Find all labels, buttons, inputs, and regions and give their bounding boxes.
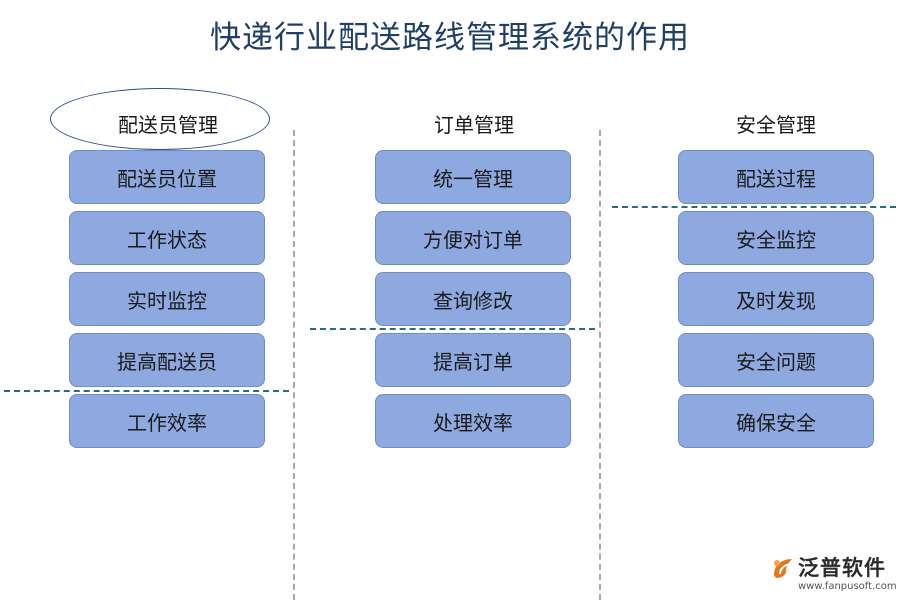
order-item-1: 统一管理 bbox=[375, 150, 571, 204]
header-highlight-ellipse bbox=[50, 88, 270, 150]
diagram-title: 快递行业配送路线管理系统的作用 bbox=[210, 20, 690, 56]
safety-item-4: 安全问题 bbox=[678, 333, 874, 387]
order-item-5: 处理效率 bbox=[375, 394, 571, 448]
dashed-divider-middle bbox=[310, 328, 595, 330]
order-item-4: 提高订单 bbox=[375, 333, 571, 387]
courier-item-2: 工作状态 bbox=[69, 211, 265, 265]
watermark-text: 泛普软件 bbox=[376, 274, 413, 284]
safety-item-3: 及时发现 bbox=[678, 272, 874, 326]
order-item-3: 查询修改 bbox=[375, 272, 571, 326]
fanpu-logo-icon bbox=[774, 559, 792, 578]
logo-url: www.fanpusoft.com bbox=[798, 581, 897, 592]
dashed-divider-right bbox=[612, 206, 896, 208]
safety-item-2: 安全监控 bbox=[678, 211, 874, 265]
courier-item-4: 提高配送员 bbox=[69, 333, 265, 387]
dashed-divider-left bbox=[4, 390, 289, 392]
courier-item-5: 工作效率 bbox=[69, 394, 265, 448]
safety-item-1: 配送过程 bbox=[678, 150, 874, 204]
courier-item-1: 配送员位置 bbox=[69, 150, 265, 204]
logo-text: 泛普软件 bbox=[798, 556, 886, 580]
brand-logo: 泛普软件 www.fanpusoft.com bbox=[770, 552, 897, 596]
column-header-safety: 安全管理 bbox=[736, 113, 816, 137]
column-separator-2 bbox=[599, 130, 601, 600]
order-item-2: 方便对订单 bbox=[375, 211, 571, 265]
safety-item-5: 确保安全 bbox=[678, 394, 874, 448]
column-header-order: 订单管理 bbox=[434, 113, 514, 137]
courier-item-3: 实时监控 bbox=[69, 272, 265, 326]
column-separator-1 bbox=[293, 130, 295, 600]
column-header-courier: 配送员管理 bbox=[118, 113, 218, 137]
